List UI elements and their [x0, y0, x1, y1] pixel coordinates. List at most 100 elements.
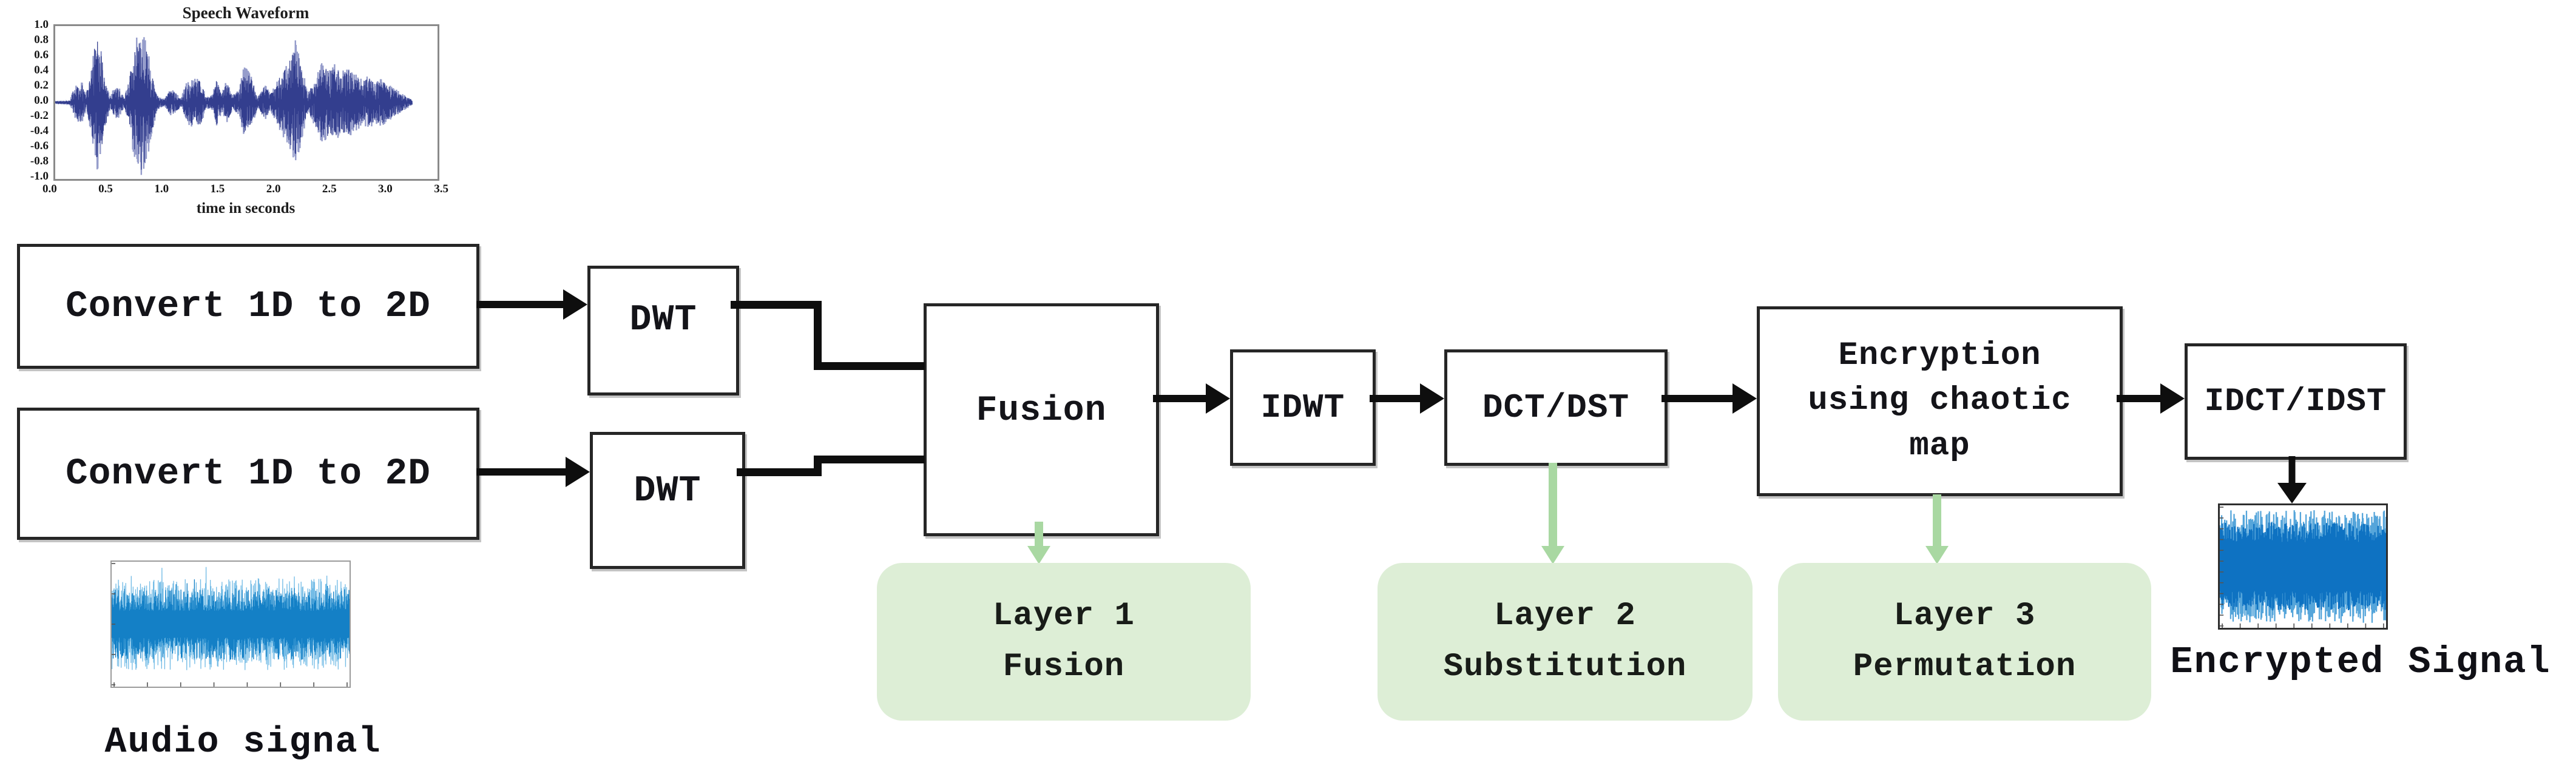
layer-tag-line2: Fusion — [1002, 648, 1125, 685]
speech-waveform-plot — [55, 37, 413, 175]
arrow-convert-bottom-to-dwt — [476, 456, 590, 488]
fusion-box: Fusion — [924, 303, 1159, 536]
y-tick-label: -0.6 — [30, 140, 49, 152]
idct-idst-box: IDCT/IDST — [2185, 343, 2407, 460]
connector-dwt-bottom-horizontal — [737, 468, 822, 476]
encryption-chaotic-map-box: Encryption using chaotic map — [1757, 306, 2123, 496]
arrow-head-icon — [1420, 383, 1444, 414]
y-tick-label: -1.0 — [30, 170, 49, 183]
arrow-head-icon — [566, 457, 590, 487]
box-label: DWT — [634, 471, 701, 512]
speech-waveform-title: Speech Waveform — [182, 4, 309, 22]
box-label: Convert 1D to 2D — [66, 285, 431, 328]
audio-waveform-plot — [112, 563, 350, 687]
arrow-shaft — [1933, 494, 1941, 548]
connector-dwt-bottom-into-fusion — [814, 456, 925, 463]
arrow-shaft — [1153, 395, 1208, 402]
speech-y-axis-tick-labels: 1.0 0.8 0.6 0.4 0.2 0.0 -0.2 -0.4 -0.6 -0.8 -1.0 — [12, 18, 49, 183]
box-label-line: map — [1909, 427, 1970, 465]
connector-dwt-top-horizontal — [731, 301, 822, 309]
layer-tag-line1: Layer 1 — [993, 597, 1135, 635]
green-arrow-fusion-to-layer1 — [1027, 522, 1050, 564]
connector-dwt-top-vertical — [814, 301, 822, 370]
x-tick-label: 3.0 — [378, 183, 393, 195]
y-tick-label: 0.2 — [34, 79, 49, 92]
convert-1d-to-2d-box-bottom: Convert 1D to 2D — [17, 408, 479, 540]
speech-x-axis-tick-labels: 0.0 0.5 1.0 1.5 2.0 2.5 3.0 3.5 — [42, 183, 448, 196]
encrypted-plot-frame — [2218, 503, 2388, 630]
arrow-shaft — [2117, 395, 2163, 402]
arrow-shaft — [476, 468, 568, 476]
arrow-idwt-to-dct — [1370, 383, 1444, 414]
convert-1d-to-2d-box-top: Convert 1D to 2D — [17, 244, 479, 369]
box-label: Convert 1D to 2D — [66, 453, 431, 495]
layer-tag-line1: Layer 3 — [1893, 597, 2036, 635]
y-tick-label: 1.0 — [34, 18, 49, 31]
idwt-box: IDWT — [1230, 349, 1376, 466]
arrow-convert-top-to-dwt — [476, 289, 587, 320]
box-label-line: Encryption — [1838, 337, 2041, 374]
encrypted-waveform-plot — [2220, 506, 2386, 628]
arrow-head-icon — [1925, 546, 1949, 564]
y-tick-label: 0.8 — [34, 33, 49, 46]
arrow-head-icon — [1206, 383, 1230, 414]
arrow-shaft — [476, 301, 566, 308]
arrow-shaft — [1035, 522, 1043, 548]
connector-dwt-top-into-fusion — [814, 362, 925, 370]
layer-tag-line1: Layer 2 — [1494, 597, 1636, 635]
box-label: DWT — [629, 300, 697, 341]
y-tick-label: 0.4 — [34, 64, 49, 76]
x-tick-label: 2.5 — [322, 183, 337, 195]
arrow-idct-to-encrypted-signal — [2277, 456, 2307, 503]
audio-signal-label: Audio signal — [104, 722, 382, 763]
arrow-fusion-to-idwt — [1153, 383, 1230, 414]
arrow-head-icon — [2160, 383, 2185, 414]
speech-x-axis-label: time in seconds — [196, 200, 296, 217]
arrow-head-icon — [1027, 546, 1050, 564]
box-label: Fusion — [976, 391, 1107, 431]
arrow-head-icon — [1541, 546, 1564, 564]
arrow-dct-to-encryption — [1662, 383, 1757, 414]
layer3-permutation-tag: Layer 3 Permutation — [1778, 563, 2151, 721]
dct-dst-box: DCT/DST — [1444, 349, 1668, 466]
arrow-head-icon — [1733, 383, 1757, 414]
x-tick-label: 2.0 — [266, 183, 281, 195]
arrow-head-icon — [2277, 483, 2307, 503]
dwt-box-top: DWT — [587, 266, 739, 395]
layer-tag-line2: Substitution — [1443, 648, 1687, 685]
y-tick-label: -0.2 — [30, 109, 49, 122]
encrypted-signal-label: Encrypted Signal — [2170, 641, 2551, 684]
y-tick-label: -0.8 — [30, 155, 49, 167]
layer1-fusion-tag: Layer 1 Fusion — [877, 563, 1251, 721]
box-label-line: using chaotic — [1808, 382, 2072, 420]
arrow-encryption-to-idct — [2117, 383, 2185, 414]
audio-plot-frame — [110, 560, 351, 688]
arrow-shaft — [1370, 395, 1422, 402]
y-tick-label: -0.4 — [30, 124, 49, 137]
box-label: IDWT — [1260, 388, 1345, 427]
dwt-box-bottom: DWT — [590, 432, 745, 569]
green-arrow-encryption-to-layer3 — [1925, 494, 1949, 564]
green-arrow-dct-to-layer2 — [1541, 463, 1564, 564]
arrow-shaft — [1662, 395, 1735, 402]
x-tick-label: 1.5 — [210, 183, 225, 195]
layer-tag-line2: Permutation — [1853, 648, 2077, 685]
y-tick-label: 0.0 — [34, 94, 49, 107]
box-label: IDCT/IDST — [2204, 383, 2387, 420]
layer2-substitution-tag: Layer 2 Substitution — [1378, 563, 1753, 721]
x-tick-label: 1.0 — [154, 183, 169, 195]
x-tick-label: 3.5 — [434, 183, 448, 195]
box-label: DCT/DST — [1482, 388, 1630, 427]
y-tick-label: 0.6 — [34, 49, 49, 61]
x-tick-label: 0.0 — [42, 183, 57, 195]
arrow-head-icon — [563, 289, 587, 320]
arrow-shaft — [2288, 456, 2296, 485]
x-tick-label: 0.5 — [98, 183, 113, 195]
